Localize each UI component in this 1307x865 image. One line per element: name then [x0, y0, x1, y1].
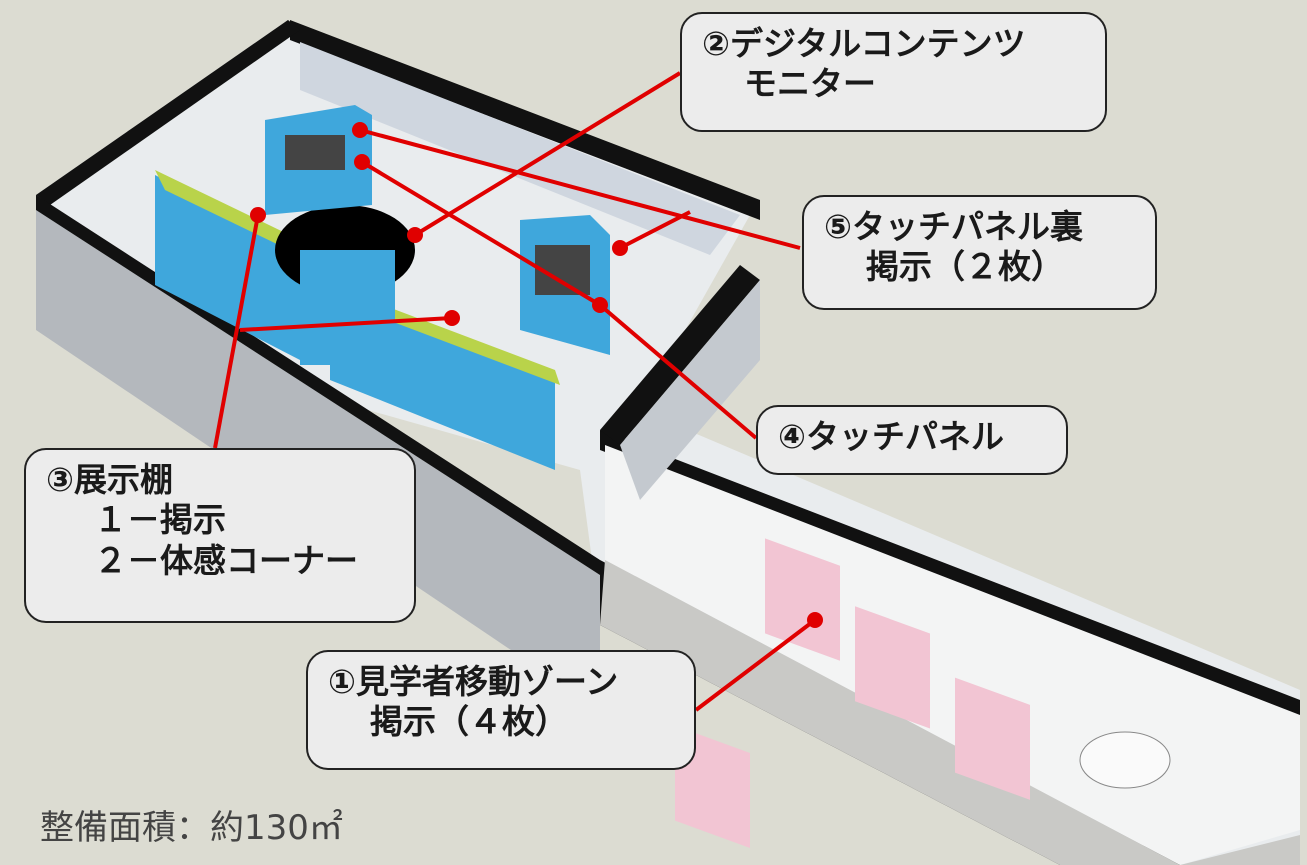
corridor-floor	[600, 560, 1300, 865]
left-top-wall	[36, 20, 300, 205]
leader-dot	[592, 297, 608, 313]
leader-line-c3b	[239, 316, 453, 332]
leader-dot	[807, 612, 823, 628]
leader-dot	[352, 122, 368, 138]
corridor-poster	[955, 677, 1030, 800]
leader-dots	[250, 122, 823, 628]
corridor-poster	[855, 606, 930, 729]
leader-dot	[444, 310, 460, 326]
callout-line: ③展示棚	[46, 460, 173, 499]
leader-dot	[250, 207, 266, 223]
leader-dot	[354, 154, 370, 170]
leader-line-c5b	[619, 210, 691, 250]
exhibit-shelf-back-top	[155, 170, 310, 260]
callout-visitor-zone: ①見学者移動ゾーン 掲示（４枚）	[306, 650, 696, 770]
central-column	[300, 250, 395, 365]
callout-line: ①見学者移動ゾーン	[328, 662, 619, 701]
corridor-sign	[1079, 731, 1171, 789]
leader-dot	[407, 227, 423, 243]
leader-line-c5a	[359, 128, 801, 250]
callout-line: ②デジタルコンテンツ	[702, 24, 1026, 63]
callout-digital-monitor: ②デジタルコンテンツ モニター	[680, 12, 1107, 132]
callout-line: モニター	[744, 64, 876, 104]
digital-monitor	[285, 135, 345, 170]
area-note: 整備面積：約130㎡	[40, 808, 343, 848]
callout-exhibit-shelf: ③展示棚 １－掲示 ２－体感コーナー	[24, 448, 416, 623]
callout-line: １－掲示	[94, 500, 226, 540]
callout-line: ２－体感コーナー	[94, 540, 358, 580]
back-wall	[290, 20, 760, 220]
callout-touch-panel: ④タッチパネル	[756, 405, 1068, 475]
callout-line: 掲示（２枚）	[866, 247, 1064, 287]
callout-line: 掲示（４枚）	[370, 702, 568, 742]
callout-line: ⑤タッチパネル裏	[824, 207, 1083, 246]
leader-lines	[213, 71, 817, 712]
right-wall	[600, 265, 760, 445]
right-wall-face	[620, 280, 760, 500]
leader-line-c1	[694, 618, 817, 712]
leader-line-c2	[413, 71, 682, 237]
leader-line-c4a	[360, 160, 602, 307]
callout-line: ④タッチパネル	[778, 417, 1004, 456]
leader-dot	[612, 240, 628, 256]
exhibit-shelf-back	[155, 175, 300, 360]
corridor-poster	[765, 538, 840, 661]
callout-touch-panel-back: ⑤タッチパネル裏 掲示（２枚）	[802, 195, 1157, 310]
leader-line-c4b	[598, 303, 758, 440]
leader-line-c3a	[213, 214, 260, 449]
